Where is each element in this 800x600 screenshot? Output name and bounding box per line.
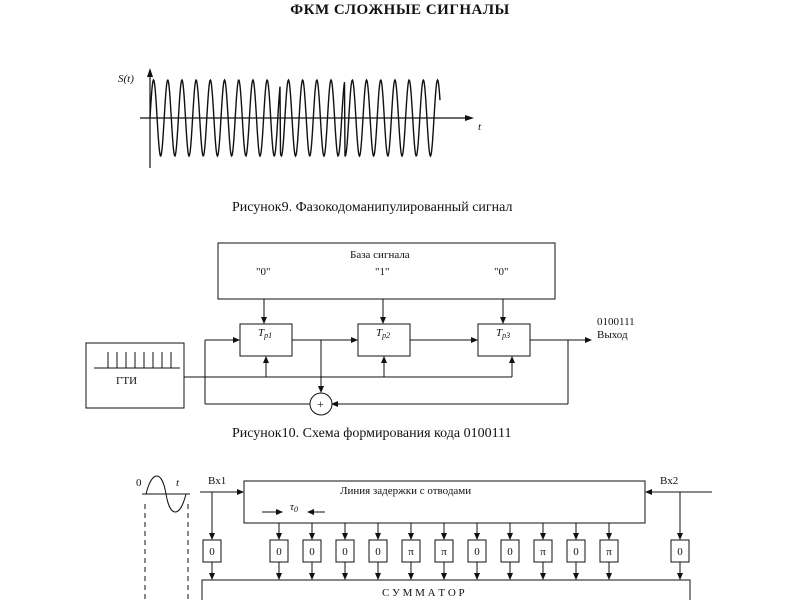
signal-base-label: База сигнала xyxy=(350,249,410,261)
phase-box-label: 0 xyxy=(276,546,282,558)
phase-box-label: π xyxy=(540,546,546,558)
phase-box-label: 0 xyxy=(573,546,579,558)
delay-line-label: Линия задержки с отводами xyxy=(340,485,471,497)
phase-box-label: 0 xyxy=(507,546,513,558)
signal-base-block xyxy=(217,242,556,300)
bit-label-2: "1" xyxy=(375,266,389,278)
phase-box-label: 0 xyxy=(342,546,348,558)
x-axis-label: t xyxy=(478,121,482,133)
psk-waveform xyxy=(149,78,441,158)
input1-label: Вх1 xyxy=(208,475,226,487)
y-axis-arrow xyxy=(147,68,153,77)
summator-arrow xyxy=(209,573,215,580)
phase-box-label: π xyxy=(606,546,612,558)
gti-generator xyxy=(85,342,185,409)
bit-label-3: "0" xyxy=(494,266,508,278)
trigger-2-label: Tр2 xyxy=(376,327,390,340)
phase-box-label: π xyxy=(441,546,447,558)
phase-box-label: 0 xyxy=(209,546,215,558)
wave-t-label: t xyxy=(176,477,180,489)
figure11-diagram: 0 t Вх1 Вх2 Линия задержки с отводами τ0… xyxy=(136,475,712,600)
trigger-3 xyxy=(477,323,531,357)
adder-symbol: + xyxy=(317,397,324,411)
input2-label: Вх2 xyxy=(660,475,678,487)
summator-label: С У М М А Т О Р xyxy=(382,587,465,599)
summator-arrow xyxy=(677,573,683,580)
tap-arrow xyxy=(441,533,447,540)
figure10-diagram: База сигнала "0" "1" "0" Tр1 Tр2 Tр3 010… xyxy=(85,242,635,416)
wave-zero-label: 0 xyxy=(136,477,142,489)
trigger-3-label: Tр3 xyxy=(496,327,510,340)
tap-arrow xyxy=(474,533,480,540)
output-label: Выход xyxy=(597,329,628,341)
tap-arrow xyxy=(342,533,348,540)
summator-arrow xyxy=(606,573,612,580)
tap-arrow xyxy=(540,533,546,540)
phase-box-label: 0 xyxy=(677,546,683,558)
y-axis-label: S(t) xyxy=(118,73,134,85)
figure10-caption: Рисунок10. Схема формирования кода 01001… xyxy=(232,426,512,441)
summator-arrow xyxy=(375,573,381,580)
x-axis-arrow xyxy=(465,115,474,121)
page-title: ФКМ СЛОЖНЫЕ СИГНАЛЫ xyxy=(290,2,510,18)
figure9-caption: Рисунок9. Фазокодоманипулированный сигна… xyxy=(232,200,513,215)
tap-arrow xyxy=(276,533,282,540)
figure9-signal-plot: S(t) t xyxy=(118,68,482,168)
summator-arrow xyxy=(309,573,315,580)
summator-arrow xyxy=(276,573,282,580)
tap-arrow xyxy=(408,533,414,540)
bit-label-1: "0" xyxy=(256,266,270,278)
gti-label: ГТИ xyxy=(116,375,137,387)
summator-arrow xyxy=(441,573,447,580)
tau-label: τ0 xyxy=(290,501,298,514)
summator-arrow xyxy=(342,573,348,580)
summator-arrow xyxy=(408,573,414,580)
trigger-1 xyxy=(239,323,293,357)
phase-box-label: 0 xyxy=(309,546,315,558)
summator-arrow xyxy=(507,573,513,580)
tap-group: 0 0 0 0 0 π π 0 0 π 0 π 0 xyxy=(202,523,690,580)
summator-arrow xyxy=(540,573,546,580)
tap-arrow xyxy=(573,533,579,540)
input-pulse-wave xyxy=(145,475,187,513)
summator-block xyxy=(201,579,691,600)
summator-arrow xyxy=(573,573,579,580)
phase-box-label: 0 xyxy=(375,546,381,558)
phase-box-label: π xyxy=(408,546,414,558)
tap-arrow xyxy=(309,533,315,540)
tap-arrow xyxy=(507,533,513,540)
output-code: 0100111 xyxy=(597,316,635,328)
trigger-2 xyxy=(357,323,411,357)
summator-arrow xyxy=(474,573,480,580)
phase-box-label: 0 xyxy=(474,546,480,558)
trigger-1-label: Tр1 xyxy=(258,327,272,340)
tap-arrow xyxy=(375,533,381,540)
tap-arrow xyxy=(606,533,612,540)
